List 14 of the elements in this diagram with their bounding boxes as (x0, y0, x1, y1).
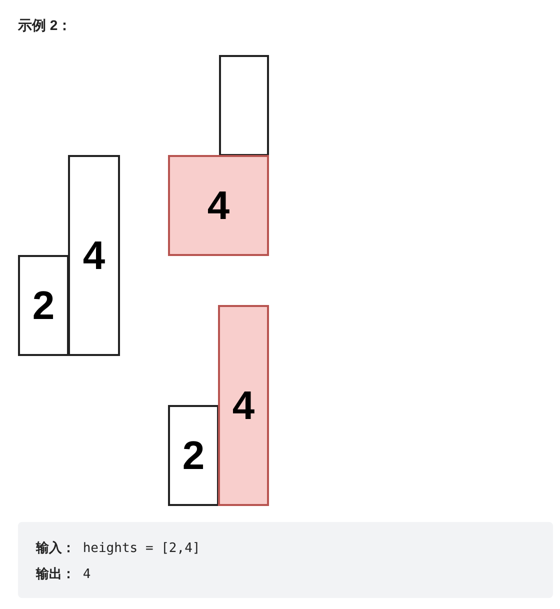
bar-value: 2 (182, 436, 205, 476)
bar-value: 2 (32, 286, 55, 326)
bar (219, 55, 269, 156)
code-line: 输出： 4 (36, 566, 91, 583)
bar (168, 155, 269, 256)
bar-value: 4 (232, 386, 255, 426)
bar (168, 405, 219, 506)
bar-value: 4 (82, 236, 106, 276)
bar (18, 255, 69, 356)
bar-value: 4 (207, 186, 230, 226)
code-line: 输入： heights = [2,4] (36, 540, 200, 557)
bar (218, 305, 269, 506)
title: 示例 2： (18, 17, 72, 35)
bar (68, 155, 120, 356)
